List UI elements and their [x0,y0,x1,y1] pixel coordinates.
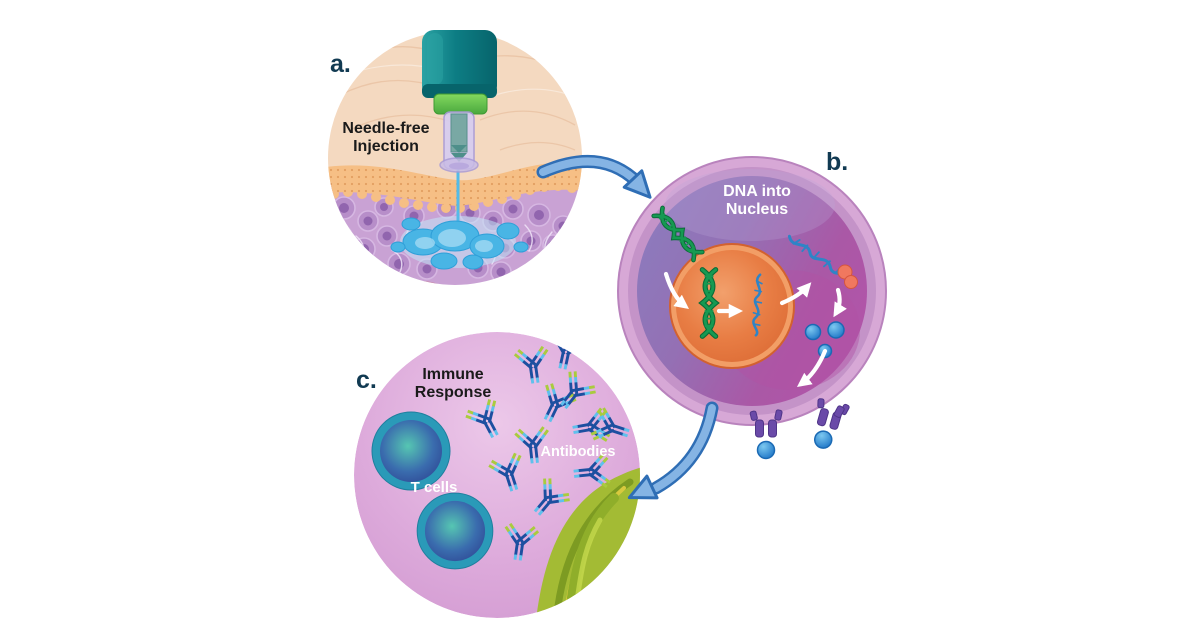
arrow-a-to-b-icon [536,154,652,199]
panel-c-label: c. [356,366,377,394]
process-arrows [663,271,847,387]
t-cells-label: T cells [411,479,458,496]
panel-b-label: b. [826,148,848,176]
panel-a-label: a. [330,50,351,78]
panel-b-caption-line1: DNA into [723,183,791,200]
panel-c-caption-line2: Response [415,384,492,401]
injection-jet [456,168,460,230]
panel-c-inset: c. Immune Response T cells Antibodies [354,332,640,618]
panel-a-caption-line1: Needle-free [342,120,429,137]
arrow-dna-into-nucleus-icon [663,271,689,310]
panel-a-inset: a. Needle-free Injection [328,30,582,285]
panel-b-caption: DNA into Nucleus [723,183,791,218]
panel-a-caption-line2: Injection [353,138,419,155]
panel-c-caption-line1: Immune [422,366,483,383]
antibodies-label: Antibodies [541,444,616,460]
panel-b-caption-line2: Nucleus [726,201,788,218]
arrow-b-to-c-icon [627,401,719,500]
arrow-translation-icon [833,287,847,318]
needle-free-injector-icon [422,30,497,173]
receptor-fragment-icon [833,405,845,418]
arrow-antigen-export-icon [796,348,828,387]
panel-c-caption: Immune Response [415,366,492,401]
ribosome-icon [837,264,858,289]
papillary-band [328,162,582,213]
vaccine-splash [390,217,529,270]
arrow-mrna-export-icon [779,282,812,306]
injector-collar [433,93,488,115]
t-cell-icon [416,492,494,570]
panel-a-caption: Needle-free Injection [342,120,429,155]
panel-b-cell: b. DNA into Nucleus [617,148,887,460]
